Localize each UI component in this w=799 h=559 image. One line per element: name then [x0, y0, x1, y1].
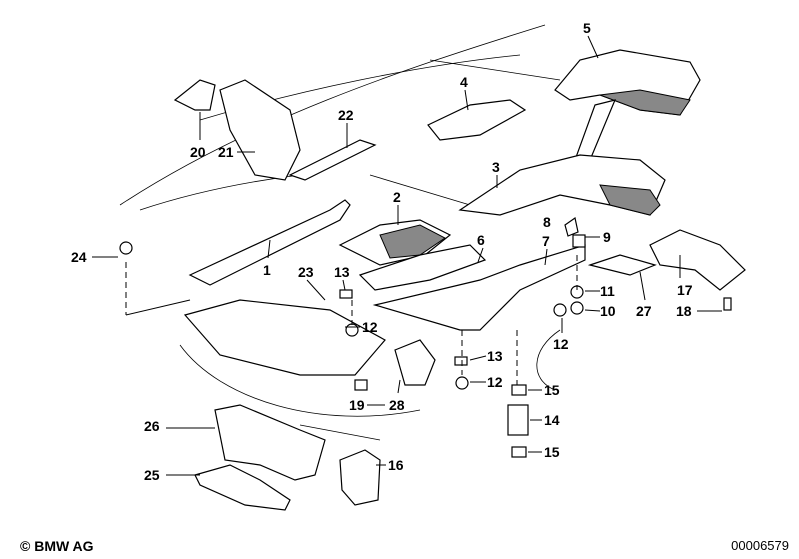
part-26 [214, 404, 326, 481]
part-7 [372, 244, 586, 331]
callout-20: 20 [190, 144, 206, 160]
callout-1: 1 [263, 262, 271, 278]
callout-12: 12 [553, 336, 569, 352]
callout-6: 6 [477, 232, 485, 248]
part-15b [511, 446, 527, 458]
callout-9: 9 [603, 229, 611, 245]
callout-8: 8 [543, 214, 551, 230]
copyright-text: © BMW AG [20, 538, 94, 554]
callout-18: 18 [676, 303, 692, 319]
part-21 [219, 79, 301, 181]
callout-labels: 5 4 22 20 21 3 2 8 9 6 7 24 1 23 13 17 1… [71, 20, 693, 483]
document-number: 00006579 [731, 538, 789, 553]
callout-7: 7 [542, 233, 550, 249]
callout-13: 13 [487, 348, 503, 364]
callout-27: 27 [636, 303, 652, 319]
part-6 [358, 244, 487, 291]
callout-12: 12 [487, 374, 503, 390]
callout-3: 3 [492, 159, 500, 175]
callout-21: 21 [218, 144, 234, 160]
callout-11: 11 [600, 283, 615, 299]
callout-12: 12 [362, 319, 378, 335]
callout-13: 13 [334, 264, 350, 280]
part-14 [507, 404, 529, 436]
callout-14: 14 [544, 412, 560, 428]
callout-5: 5 [583, 20, 591, 36]
part-27 [587, 254, 657, 276]
part-4 [427, 99, 527, 141]
part-16 [339, 449, 381, 506]
part-25 [194, 464, 291, 511]
callout-22: 22 [338, 107, 354, 123]
callout-10: 10 [600, 303, 616, 319]
callout-2: 2 [393, 189, 401, 205]
callout-28: 28 [389, 397, 405, 413]
callout-17: 17 [677, 282, 693, 298]
leader-lines [92, 35, 722, 476]
callout-15: 15 [544, 382, 560, 398]
callout-16: 16 [388, 457, 404, 473]
part-17 [649, 229, 746, 291]
part-20 [173, 79, 216, 111]
callout-15: 15 [544, 444, 560, 460]
callout-4: 4 [460, 74, 468, 90]
part-15a [511, 384, 527, 396]
callout-23: 23 [298, 264, 314, 280]
part-22 [288, 139, 377, 181]
callout-24: 24 [71, 249, 87, 265]
callout-25: 25 [144, 467, 160, 483]
part-shapes [119, 49, 746, 511]
callout-19: 19 [349, 397, 365, 413]
part-28 [394, 339, 436, 386]
assembly-lines [125, 255, 578, 385]
callout-26: 26 [144, 418, 160, 434]
part-23 [183, 299, 386, 376]
